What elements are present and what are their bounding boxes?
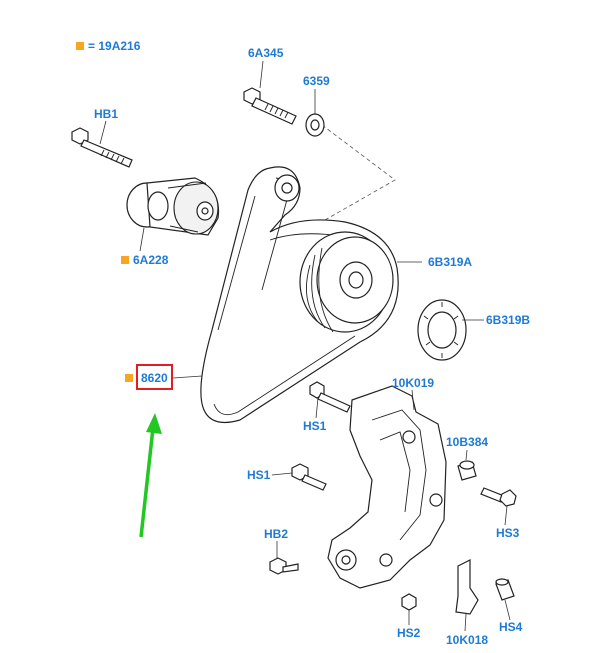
- label-6a345[interactable]: 6A345: [248, 46, 284, 60]
- tensioner-6a228[interactable]: [126, 177, 220, 236]
- label-6b319a[interactable]: 6B319A: [428, 255, 472, 269]
- marker-icon-8620: [125, 374, 133, 382]
- pulley-cover-6b319b[interactable]: [417, 299, 467, 361]
- legend-markers: [121, 256, 133, 382]
- pulley-6b319a[interactable]: [299, 231, 394, 333]
- bolt-hs2[interactable]: [401, 593, 417, 611]
- bolt-hs3[interactable]: [480, 487, 517, 507]
- label-6359[interactable]: 6359: [303, 74, 330, 88]
- bracket-10k019[interactable]: [327, 385, 447, 589]
- callout-labels: 6A345 6359 HB1 6A228 6B319A 6B319B 10K01…: [94, 46, 530, 647]
- label-hb1[interactable]: HB1: [94, 107, 118, 121]
- spacer-10b384[interactable]: [457, 460, 477, 481]
- label-hs2[interactable]: HS2: [397, 626, 421, 640]
- green-arrow-icon: [139, 413, 162, 538]
- label-hs4[interactable]: HS4: [499, 620, 523, 634]
- bolt-6a345[interactable]: [243, 87, 297, 125]
- label-6a228[interactable]: 6A228: [133, 253, 169, 267]
- label-hb2[interactable]: HB2: [264, 527, 288, 541]
- bolt-hs4[interactable]: [495, 578, 515, 601]
- leader-lines: [99, 60, 511, 632]
- label-hs1-upper[interactable]: HS1: [303, 419, 327, 433]
- label-10k018[interactable]: 10K018: [446, 633, 488, 647]
- drive-belt-8620[interactable]: [200, 166, 399, 423]
- bolt-hs1-lower[interactable]: [291, 463, 327, 491]
- bolt-hb2[interactable]: [269, 557, 299, 575]
- legend: = 19A216: [76, 39, 141, 53]
- label-hs3[interactable]: HS3: [496, 526, 520, 540]
- label-10k019[interactable]: 10K019: [392, 376, 434, 390]
- label-8620[interactable]: 8620: [141, 371, 168, 385]
- bolt-hb1[interactable]: [71, 127, 133, 168]
- label-10b384[interactable]: 10B384: [446, 435, 488, 449]
- label-hs1-lower[interactable]: HS1: [247, 468, 271, 482]
- highlighted-belt-label[interactable]: 8620: [136, 364, 173, 390]
- washer-6359[interactable]: [305, 113, 325, 137]
- label-6b319b[interactable]: 6B319B: [486, 313, 530, 327]
- bolt-hs1-upper[interactable]: [309, 381, 351, 413]
- marker-icon-6a228: [121, 256, 129, 264]
- clip-10k018[interactable]: [455, 559, 479, 615]
- legend-text: = 19A216: [88, 39, 141, 53]
- highlight-box: [136, 364, 173, 390]
- legend-marker-icon: [76, 42, 84, 50]
